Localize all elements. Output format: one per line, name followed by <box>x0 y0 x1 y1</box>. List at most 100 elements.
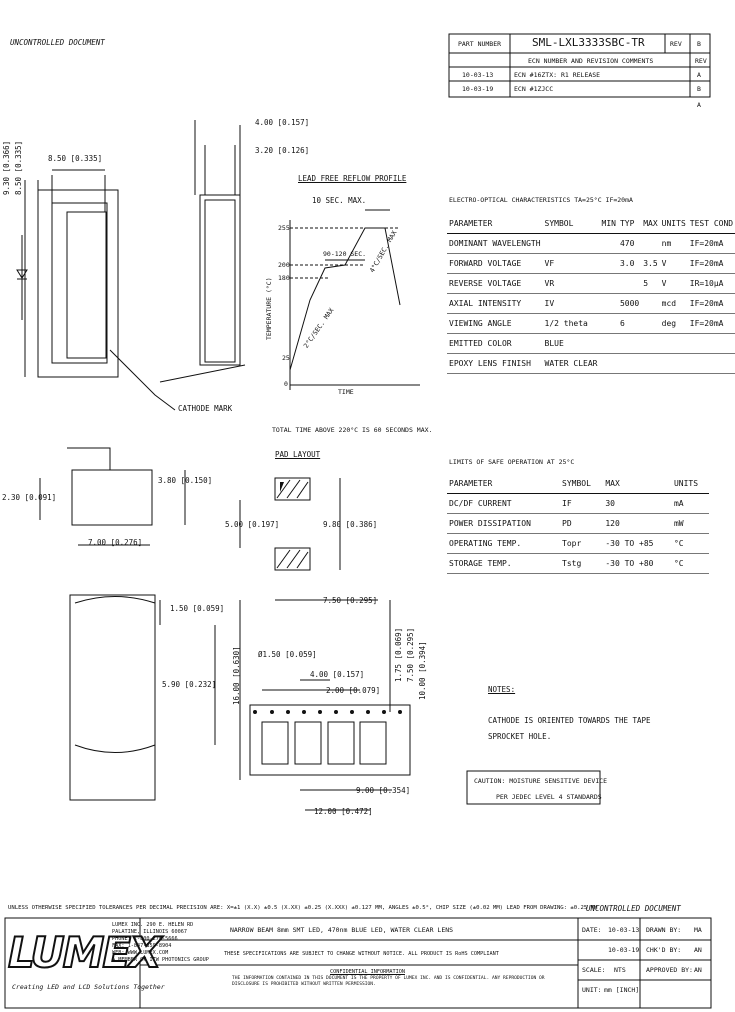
cell <box>641 313 660 334</box>
col-test-cond: TEST COND <box>687 214 735 234</box>
cell <box>641 293 660 314</box>
pad-dim-750: 7.50 [0.295] <box>323 596 378 605</box>
cell: 5000 <box>617 293 642 314</box>
dim-400: 4.00 [0.157] <box>255 118 310 127</box>
revision-block-frame <box>448 33 711 98</box>
address-line: LUMEX INC. 290 E. HELEN RD <box>112 922 194 928</box>
cell: EPOXY LENS FINISH <box>447 353 543 374</box>
address-line: A MEMBER OF ITW PHOTONICS GROUP <box>112 957 209 963</box>
cell: WATER CLEAR <box>542 353 600 374</box>
cell: IF=20mA <box>687 293 735 314</box>
revision-header: ECN NUMBER AND REVISION COMMENTS <box>528 57 654 65</box>
cell <box>641 353 660 374</box>
cell: VIEWING ANGLE <box>447 313 543 334</box>
table-header-row: PARAMETER SYMBOL MIN TYP MAX UNITS TEST … <box>447 214 735 234</box>
pad-bottom <box>274 547 311 571</box>
revision-extra-rev: A <box>697 101 701 109</box>
cell: 1/2 theta <box>542 313 600 334</box>
revision-comment: ECN #1ZJCC <box>514 85 554 93</box>
uncontrolled-bottom: UNCONTROLLED DOCUMENT <box>586 904 681 913</box>
cell <box>659 353 688 374</box>
cell: IF <box>560 493 604 514</box>
pad-dim-980: 9.80 [0.386] <box>323 520 378 529</box>
cell: IF=20mA <box>687 233 735 254</box>
drawn-label: DRAWN BY: <box>646 926 682 934</box>
cell: PD <box>560 513 604 534</box>
col-max: MAX <box>641 214 660 234</box>
col-max: MAX <box>603 474 672 494</box>
cell: FORWARD VOLTAGE <box>447 253 543 274</box>
unit-value: mm [INCH] <box>604 986 640 994</box>
col-units: UNITS <box>659 214 688 234</box>
confidential-body: THE INFORMATION CONTAINED IN THIS DOCUME… <box>232 976 545 987</box>
caution-box <box>466 770 601 805</box>
cell <box>641 333 660 354</box>
cell <box>599 333 618 354</box>
col-units: UNITS <box>671 474 709 494</box>
uncontrolled-top: UNCONTROLLED DOCUMENT <box>10 38 105 47</box>
dim-700: 7.00 [0.276] <box>88 538 143 547</box>
dim-930: 9.30 [0.366] <box>2 140 11 195</box>
electro-title: ELECTRO-OPTICAL CHARACTERISTICS TA=25°C … <box>449 196 633 204</box>
col-typ: TYP <box>617 214 642 234</box>
cell <box>599 293 618 314</box>
checked-value: AN <box>694 946 702 954</box>
cell <box>617 353 642 374</box>
cell: IF=20mA <box>687 253 735 274</box>
reflow-y-255: 255 <box>278 224 290 232</box>
cell <box>687 333 735 354</box>
dim-590: 5.90 [0.232] <box>162 680 217 689</box>
reflow-y-200: 200 <box>278 261 290 269</box>
caution-line-1: CAUTION: MOISTURE SENSITIVE DEVICE <box>474 777 608 785</box>
cell: mcd <box>659 293 688 314</box>
cell: V <box>659 253 688 274</box>
spec-note: THESE SPECIFICATIONS ARE SUBJECT TO CHAN… <box>224 951 499 957</box>
reflow-y-180: 180 <box>278 274 290 282</box>
revision-rev-header: REV <box>695 57 707 65</box>
tape-dim-750: 7.50 [0.295] <box>406 627 415 682</box>
cell: DOMINANT WAVELENGTH <box>447 233 543 254</box>
reflow-x-axis-label: TIME <box>338 388 354 396</box>
lumex-tagline: Creating LED and LCD Solutions Together <box>12 983 165 991</box>
approved-value: AN <box>694 966 702 974</box>
cell: 3.5 <box>641 253 660 274</box>
cell <box>599 273 618 294</box>
cell <box>599 313 618 334</box>
revision-date: 10-03-13 <box>462 71 494 79</box>
col-parameter: PARAMETER <box>447 474 561 494</box>
cell <box>599 253 618 274</box>
carrier-tape <box>249 704 411 776</box>
limits-table: PARAMETER SYMBOL MAX UNITS DC/DF CURRENT… <box>447 474 709 574</box>
date-label: DATE: <box>582 926 602 934</box>
col-symbol: SYMBOL <box>542 214 600 234</box>
cell <box>687 353 735 374</box>
col-parameter: PARAMETER <box>447 214 543 234</box>
notes-title: NOTES: <box>488 685 516 694</box>
limits-title: LIMITS OF SAFE OPERATION AT 25°C <box>449 458 575 466</box>
cell: °C <box>671 553 709 574</box>
part-number: SML-LXL3333SBC-TR <box>532 36 645 49</box>
cell: Tstg <box>560 553 604 574</box>
cell: -30 TO +80 <box>603 553 672 574</box>
revision-rev: A <box>697 71 701 79</box>
extra-date: 10-03-19 <box>608 946 640 954</box>
drawn-value: MA <box>694 926 702 934</box>
cell <box>599 353 618 374</box>
reflow-soak: 90-120 SEC. <box>323 250 367 258</box>
cell: STORAGE TEMP. <box>447 553 561 574</box>
cell: POWER DISSIPATION <box>447 513 561 534</box>
tape-dim-175: 1.75 [0.069] <box>394 627 403 682</box>
part-number-label: PART NUMBER <box>458 40 502 48</box>
cell: REVERSE VOLTAGE <box>447 273 543 294</box>
pad-top <box>274 477 311 501</box>
dim-850-vertical: 8.50 [0.335] <box>14 140 23 195</box>
table-header-row: PARAMETER SYMBOL MAX UNITS <box>447 474 709 494</box>
cell: AXIAL INTENSITY <box>447 293 543 314</box>
revision-comment: ECN #16ZTX: R1 RELEASE <box>514 71 601 79</box>
